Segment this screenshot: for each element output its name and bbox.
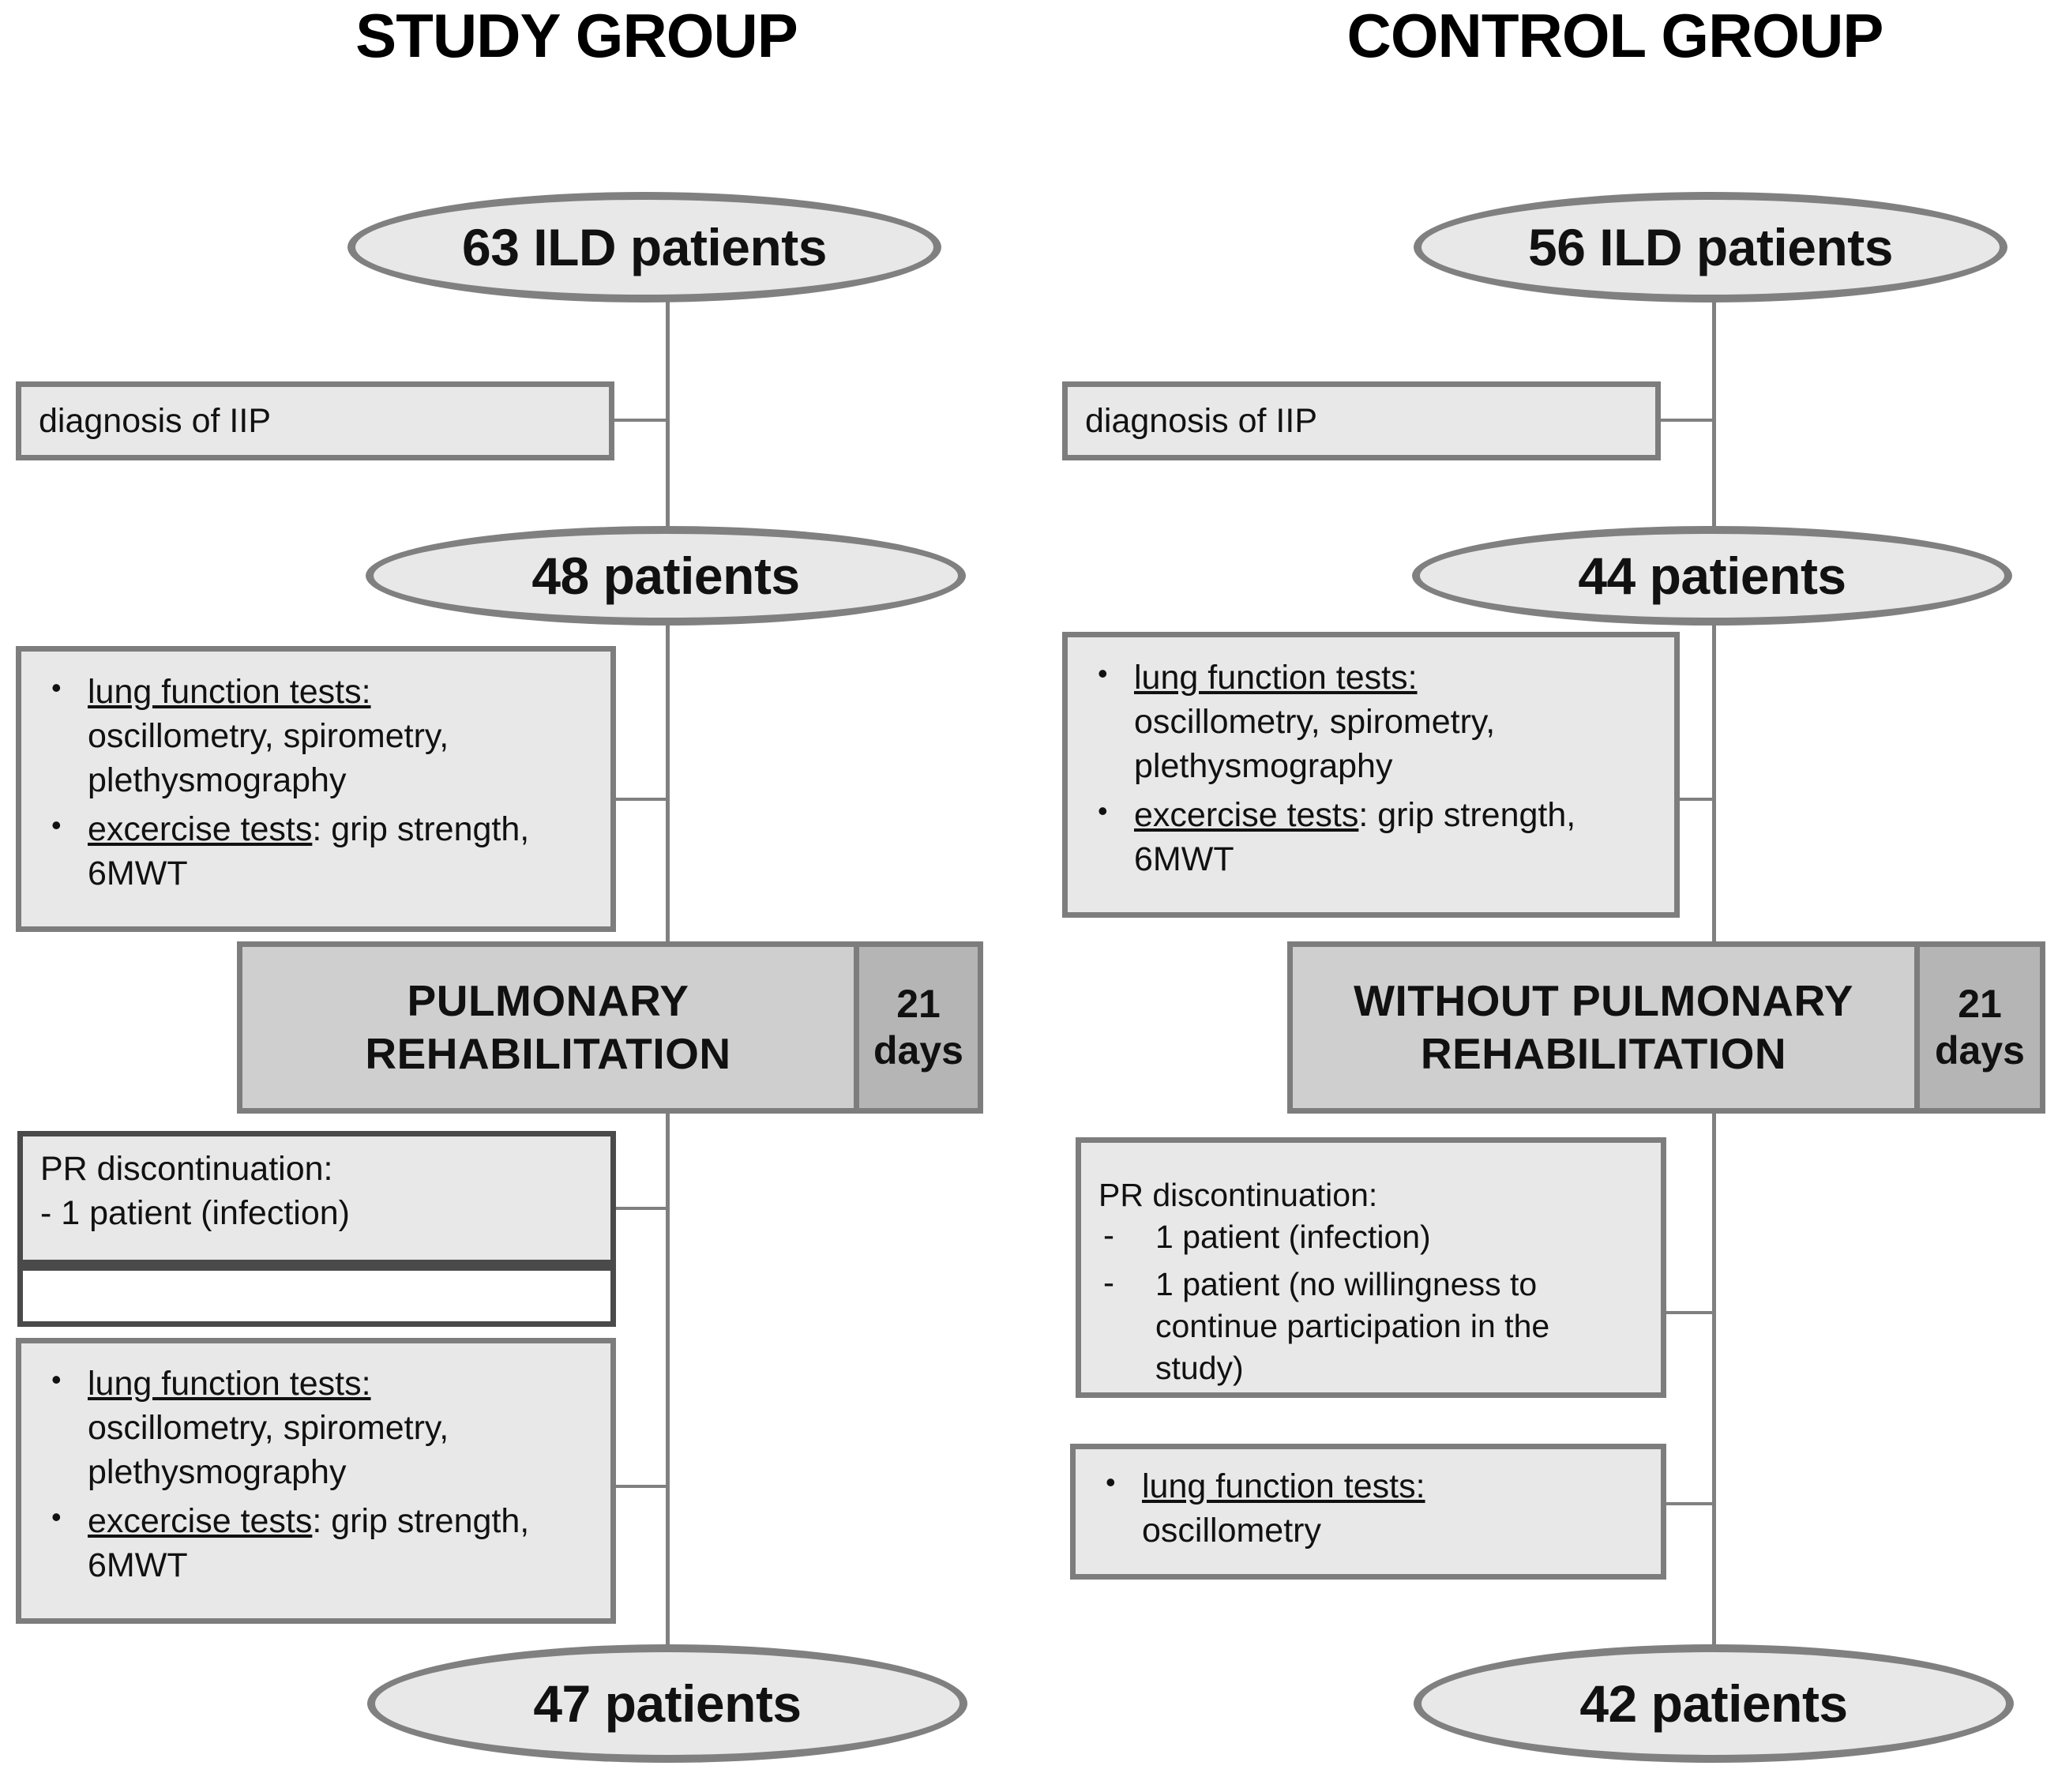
study-baseline-tests-list: lung function tests: oscillometry, spiro…	[39, 669, 593, 896]
list-item: excercise tests: grip strength, 6MWT	[39, 1498, 593, 1588]
control-enrolled-oval-label: 44 patients	[1578, 547, 1846, 605]
control-end-oval-label: 42 patients	[1579, 1674, 1848, 1733]
control-intervention-duration: 21 days	[1914, 947, 2040, 1108]
study-followup-item-0-detail: oscillometry, spirometry, plethysmograph…	[88, 1408, 449, 1491]
connector-control-dropout	[1661, 1311, 1714, 1314]
connector-study-spine-2	[666, 624, 670, 964]
control-start-oval-label: 56 ILD patients	[1528, 218, 1893, 276]
study-baseline-item-0-detail: oscillometry, spirometry, plethysmograph…	[88, 716, 449, 799]
connector-control-baseline	[1661, 798, 1714, 801]
control-group-title: CONTROL GROUP	[1346, 1, 1884, 70]
control-intervention-bar: WITHOUT PULMONARY REHABILITATION 21 days	[1287, 941, 2045, 1114]
study-followup-item-0-heading: lung function tests:	[88, 1365, 371, 1403]
study-followup-tests-box: lung function tests: oscillometry, spiro…	[16, 1338, 616, 1624]
study-duration-unit: days	[873, 1028, 963, 1073]
control-dropout-box: PR discontinuation: 1 patient (infection…	[1076, 1137, 1666, 1398]
control-criteria-box: diagnosis of IIP	[1062, 381, 1661, 460]
connector-control-followup	[1661, 1502, 1714, 1505]
connector-control-criteria	[1658, 419, 1714, 422]
study-end-oval: 47 patients	[367, 1644, 967, 1763]
study-start-oval-label: 63 ILD patients	[462, 218, 827, 276]
connector-control-spine-2	[1712, 624, 1716, 964]
connector-control-spine-1	[1712, 292, 1716, 553]
control-end-oval: 42 patients	[1414, 1644, 2014, 1763]
control-followup-tests-box: lung function tests: oscillometry	[1070, 1444, 1666, 1580]
study-criteria-box: diagnosis of IIP	[16, 381, 614, 460]
control-followup-item-0-detail: oscillometry	[1142, 1511, 1321, 1550]
study-followup-item-1-heading: excercise tests	[88, 1501, 313, 1540]
study-start-oval: 63 ILD patients	[347, 192, 941, 302]
control-duration-unit: days	[1935, 1028, 2025, 1073]
control-baseline-item-1-heading: excercise tests	[1134, 795, 1359, 834]
control-baseline-item-1-detail: : grip strength, 6MWT	[1134, 795, 1576, 878]
connector-study-spine-4	[666, 1106, 670, 1674]
study-baseline-tests-box: lung function tests: oscillometry, spiro…	[16, 646, 616, 932]
study-group-title: STUDY GROUP	[355, 1, 798, 70]
list-item: lung function tests: oscillometry	[1093, 1463, 1643, 1553]
study-dropout-empty-box	[17, 1265, 616, 1327]
study-intervention-label: PULMONARY REHABILITATION	[365, 975, 731, 1078]
study-baseline-item-1-detail: : grip strength, 6MWT	[88, 810, 530, 892]
list-item: lung function tests: oscillometry, spiro…	[39, 669, 593, 803]
list-item: excercise tests: grip strength, 6MWT	[1085, 792, 1657, 882]
list-item: lung function tests: oscillometry, spiro…	[1085, 655, 1657, 789]
list-item: excercise tests: grip strength, 6MWT	[39, 806, 593, 896]
study-intervention-duration: 21 days	[854, 947, 978, 1108]
control-start-oval: 56 ILD patients	[1414, 192, 2007, 302]
study-criteria-text: diagnosis of IIP	[39, 402, 272, 440]
connector-study-spine-1	[666, 292, 670, 553]
study-followup-tests-list: lung function tests: oscillometry, spiro…	[39, 1361, 593, 1588]
connector-study-dropout	[614, 1207, 667, 1210]
study-followup-item-1-detail: : grip strength, 6MWT	[88, 1501, 530, 1584]
control-intervention-label: WITHOUT PULMONARY REHABILITATION	[1354, 975, 1853, 1078]
connector-control-spine-4	[1712, 1106, 1716, 1674]
study-intervention-bar: PULMONARY REHABILITATION 21 days	[237, 941, 983, 1114]
control-dropout-list: 1 patient (infection) 1 patient (no will…	[1098, 1213, 1643, 1390]
study-dropout-heading: PR discontinuation:	[40, 1150, 333, 1188]
control-duration-number: 21	[1958, 982, 2002, 1026]
list-item: 1 patient (no willingness to continue pa…	[1098, 1260, 1643, 1390]
list-item: 1 patient (infection)	[1098, 1213, 1643, 1258]
control-criteria-text: diagnosis of IIP	[1085, 402, 1318, 440]
study-enrolled-oval-label: 48 patients	[531, 547, 800, 605]
connector-study-criteria	[612, 419, 667, 422]
study-dropout-box: PR discontinuation: - 1 patient (infecti…	[17, 1131, 616, 1265]
list-item: lung function tests: oscillometry, spiro…	[39, 1361, 593, 1495]
connector-study-followup	[614, 1485, 667, 1488]
study-baseline-item-1-heading: excercise tests	[88, 810, 313, 848]
control-followup-tests-list: lung function tests: oscillometry	[1093, 1463, 1643, 1553]
study-end-oval-label: 47 patients	[533, 1674, 802, 1733]
control-enrolled-oval: 44 patients	[1412, 526, 2012, 626]
control-baseline-item-0-detail: oscillometry, spirometry, plethysmograph…	[1134, 702, 1496, 785]
control-baseline-tests-box: lung function tests: oscillometry, spiro…	[1062, 632, 1680, 918]
control-dropout-heading: PR discontinuation:	[1098, 1177, 1378, 1213]
study-enrolled-oval: 48 patients	[366, 526, 966, 626]
control-followup-item-0-heading: lung function tests:	[1142, 1467, 1425, 1505]
control-baseline-item-0-heading: lung function tests:	[1134, 659, 1418, 697]
control-baseline-tests-list: lung function tests: oscillometry, spiro…	[1085, 655, 1657, 882]
study-duration-number: 21	[896, 982, 941, 1026]
study-dropout-item-0: - 1 patient (infection)	[40, 1193, 350, 1232]
study-baseline-item-0-heading: lung function tests:	[88, 673, 371, 711]
connector-study-baseline	[614, 798, 667, 801]
